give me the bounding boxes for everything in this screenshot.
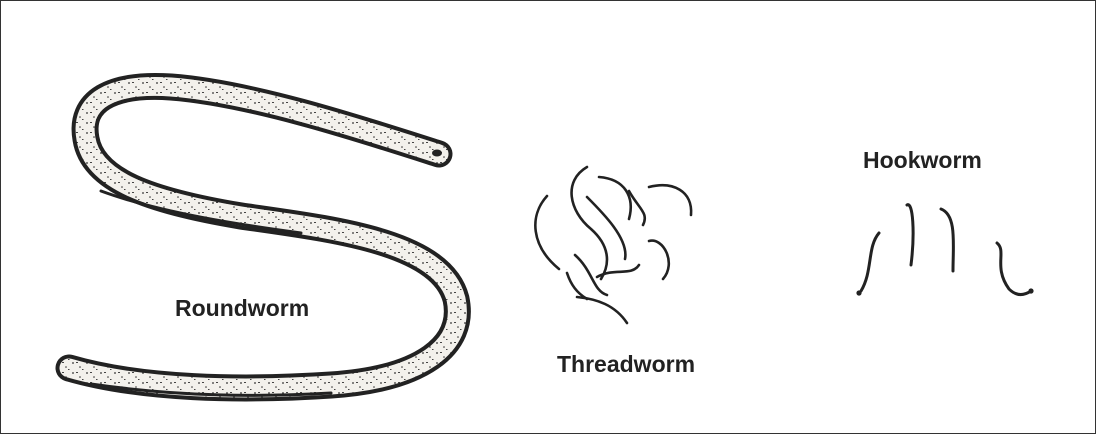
- hookworm-drawing: [856, 205, 1033, 296]
- roundworm-drawing: [69, 86, 457, 395]
- threadworm-label: Threadworm: [557, 351, 695, 378]
- hookworm-label: Hookworm: [863, 147, 982, 174]
- threadworm-drawing: [535, 167, 691, 323]
- roundworm-label: Roundworm: [175, 295, 309, 322]
